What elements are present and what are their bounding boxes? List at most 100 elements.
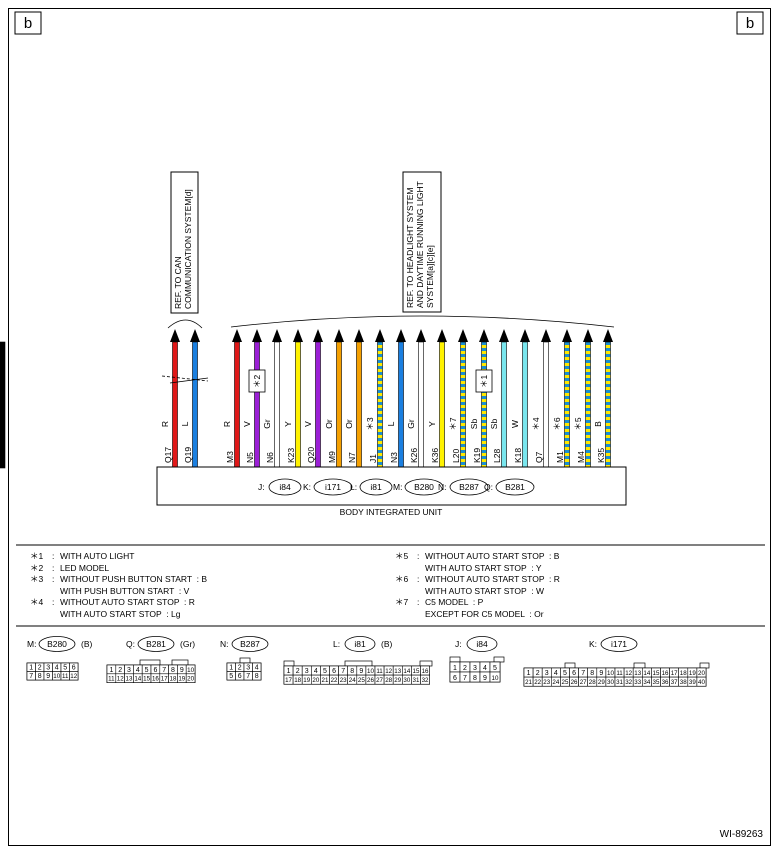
- unit-connector-oval: [313, 478, 353, 496]
- note-mark: [395, 609, 417, 621]
- wire-color-label: V: [303, 421, 313, 427]
- wire-N5: ＊2: [248, 329, 266, 469]
- wire-arrow-head: [603, 329, 613, 342]
- shield-line-dashed: [161, 375, 209, 382]
- figure-id: WI-89263: [719, 829, 763, 840]
- ref-headlight-line: REF. TO HEADLIGHT SYSTEM: [405, 188, 415, 308]
- wire-arrow-head: [272, 329, 282, 342]
- note-colon: [417, 609, 425, 621]
- wire-pin-label: J1: [368, 454, 378, 463]
- connector-pin-cell: [252, 671, 262, 681]
- wire-K35: [603, 329, 613, 469]
- note-line: ＊2:LED MODEL: [30, 563, 370, 575]
- notes-left: ＊1:WITH AUTO LIGHT＊2:LED MODEL＊3:WITHOUT…: [30, 551, 370, 620]
- wire-pin-label: N7: [347, 452, 357, 463]
- unit-connector-prefix: Q:: [484, 482, 493, 492]
- note-line: ＊4:WITHOUT AUTO START STOP : R: [30, 597, 370, 609]
- wire-body: [192, 341, 198, 469]
- connector-pin-number: 14: [643, 670, 650, 677]
- connector-pin-number: 15: [653, 670, 660, 677]
- connector-pin-number: 12: [625, 670, 632, 677]
- connector-pin-cell: [69, 671, 79, 681]
- wire-arrow-head: [416, 329, 426, 342]
- connector-pin-number: 11: [616, 670, 623, 677]
- note-line: WITH PUSH BUTTON START : V: [30, 586, 370, 598]
- connector-view-tab: [344, 660, 373, 667]
- connector-pin-number: 16: [662, 670, 669, 677]
- wire-color-label: B: [593, 421, 603, 427]
- note-colon: :: [52, 574, 55, 584]
- connector-view-code: B287: [240, 639, 260, 649]
- ref-can-line: REF. TO CAN: [173, 256, 183, 309]
- note-mark: [395, 586, 417, 598]
- wire-pin-label: M4: [576, 451, 586, 463]
- wire-body: [605, 341, 611, 469]
- connector-pin-number: 23: [543, 679, 550, 686]
- connector-pin-number: 20: [698, 670, 705, 677]
- connector-pin-number: 5: [63, 665, 67, 672]
- connector-pin-number: 7: [162, 667, 166, 674]
- connector-pin-number: 40: [698, 679, 705, 686]
- connector-pin-number: 3: [473, 665, 477, 672]
- note-mark: [30, 586, 52, 598]
- connector-pin-number: 1: [109, 667, 113, 674]
- connector-pin-number: 4: [55, 665, 59, 672]
- connector-pin-number: 15: [413, 668, 420, 675]
- connector-pin-number: 29: [598, 679, 605, 686]
- connector-pin-number: 2: [296, 668, 300, 675]
- connector-pin-number: 22: [534, 679, 541, 686]
- connector-pin-number: 19: [178, 676, 185, 683]
- connector-view-prefix: K:: [589, 639, 597, 649]
- wire-J1: [375, 329, 385, 469]
- wire-arrow-head: [375, 329, 385, 342]
- connector-pin-number: 7: [581, 670, 585, 677]
- unit-connector-prefix: L:: [350, 482, 357, 492]
- wire-body: [234, 341, 240, 469]
- group-arc-headlight: [230, 315, 615, 328]
- wire-color-label: Gr: [262, 419, 272, 429]
- connector-pin-number: 33: [634, 679, 641, 686]
- connector-pin-number: 6: [453, 675, 457, 682]
- wire-pin-label: N5: [245, 452, 255, 463]
- wire-arrow-head: [190, 329, 200, 342]
- ref-headlight-line: AND DAYTIME RUNNING LIGHT: [415, 181, 425, 308]
- connector-view-prefix: Q:: [126, 639, 135, 649]
- wire-body: [172, 341, 178, 469]
- connector-pin-number: 20: [312, 677, 319, 684]
- connector-view-tab: [171, 659, 189, 666]
- connector-pin-number: 14: [134, 676, 141, 683]
- wire-body: [0, 341, 6, 469]
- note-colon: :: [417, 551, 420, 561]
- connector-pin-number: 20: [187, 676, 194, 683]
- shield-line: [169, 377, 209, 384]
- wire-color-label: Or: [344, 419, 354, 429]
- wire-arrow-head: [458, 329, 468, 342]
- connector-pin-number: 27: [376, 677, 383, 684]
- unit-connector-oval: [404, 478, 444, 496]
- connector-pin-number: 31: [616, 679, 623, 686]
- wire-body: [460, 341, 466, 469]
- connector-view-code: B280: [47, 639, 67, 649]
- wire-arrow-head: [499, 329, 509, 342]
- wire-tag-box: [248, 369, 266, 393]
- connector-view-oval: [38, 636, 76, 652]
- wire-L28: [499, 329, 509, 469]
- connector-pin-number: 3: [246, 665, 250, 672]
- connector-pin-number: 8: [473, 675, 477, 682]
- wire-N6: [272, 329, 282, 469]
- note-text: WITH AUTO START STOP : W: [425, 585, 545, 596]
- wire-M9: [334, 329, 344, 469]
- wire-color-label: R: [222, 421, 232, 427]
- connector-pin-number: 12: [70, 673, 77, 680]
- connector-pin-number: 19: [689, 670, 696, 677]
- ref-headlight-box: [402, 171, 442, 313]
- connector-pin-number: 2: [536, 670, 540, 677]
- wire-pin-label: K18: [513, 448, 523, 463]
- connector-pin-number: 8: [255, 673, 259, 680]
- wire-color-label: L: [386, 421, 396, 426]
- wire-color-label: ＊7: [448, 417, 458, 431]
- connector-pin-number: 35: [653, 679, 660, 686]
- wire-pin-label: L20: [451, 449, 461, 463]
- unit-connector-prefix: J:: [258, 482, 265, 492]
- connector-pin-number: 34: [643, 679, 650, 686]
